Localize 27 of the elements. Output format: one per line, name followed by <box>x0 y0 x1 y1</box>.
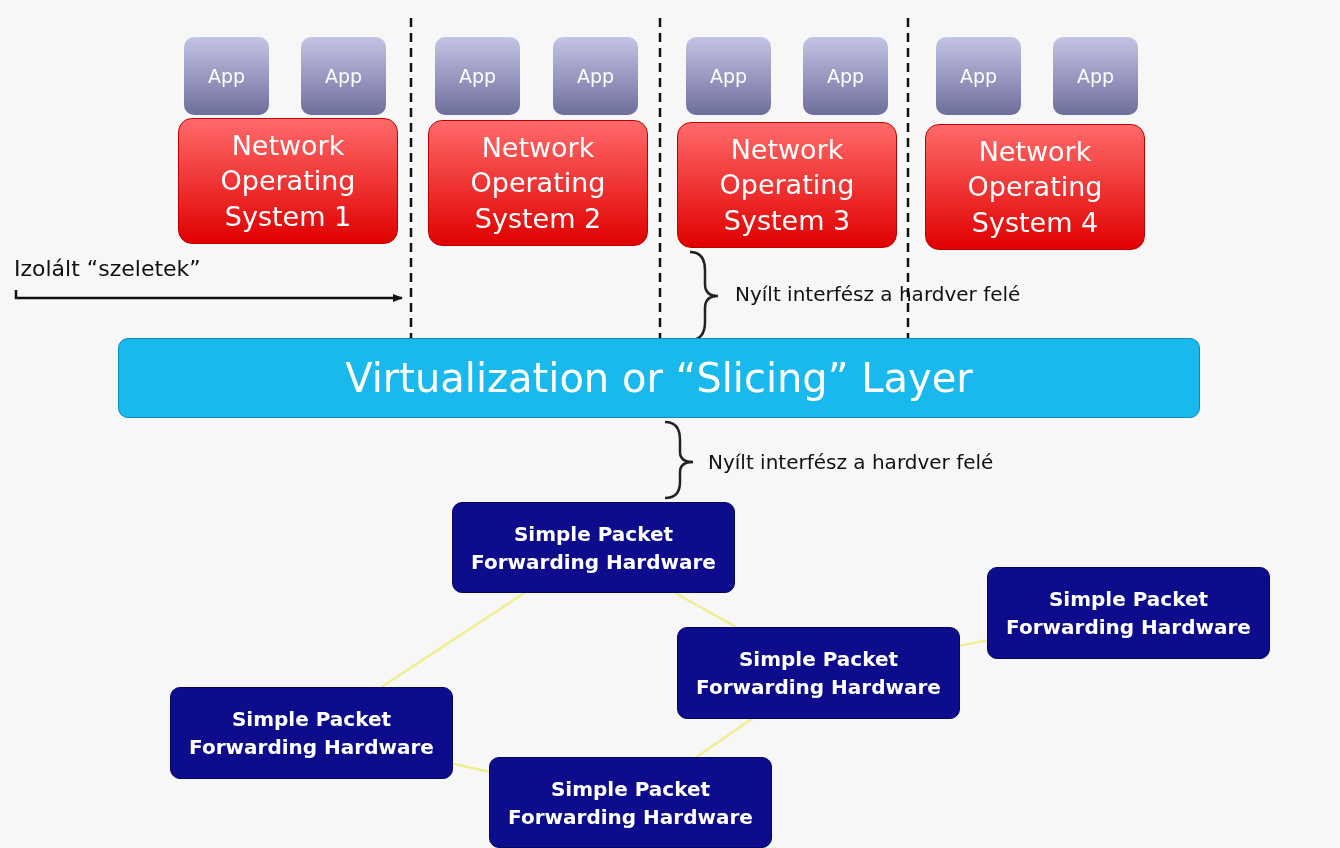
annotation-text: Izolált “szeletek” <box>14 256 244 290</box>
hardware-box: Simple Packet Forwarding Hardware <box>677 627 960 719</box>
arrow <box>14 290 403 302</box>
app-box: App <box>184 37 269 115</box>
app-box: App <box>1053 37 1138 115</box>
connector-line <box>959 639 988 647</box>
app-box: App <box>936 37 1021 115</box>
app-box: App <box>803 37 888 115</box>
connector-line <box>695 717 753 759</box>
app-box: App <box>553 37 638 115</box>
hardware-box: Simple Packet Forwarding Hardware <box>452 502 735 593</box>
app-box: App <box>435 37 520 115</box>
operating-system-box: Network Operating System 2 <box>428 120 648 246</box>
interface-note: Nyílt interfész a hardver felé <box>735 282 1021 306</box>
operating-system-box: Network Operating System 3 <box>677 122 897 248</box>
hardware-box: Simple Packet Forwarding Hardware <box>170 687 453 779</box>
hardware-box: Simple Packet Forwarding Hardware <box>987 567 1270 659</box>
connector-line <box>452 762 490 773</box>
connector-line <box>674 591 737 629</box>
hardware-box: Simple Packet Forwarding Hardware <box>489 757 772 848</box>
operating-system-box: Network Operating System 1 <box>178 118 398 244</box>
operating-system-box: Network Operating System 4 <box>925 124 1145 250</box>
interface-note: Nyílt interfész a hardver felé <box>708 450 994 474</box>
app-box: App <box>686 37 771 115</box>
connector-line <box>380 591 525 689</box>
virtualization-layer-bar: Virtualization or “Slicing” Layer <box>118 338 1200 418</box>
app-box: App <box>301 37 386 115</box>
